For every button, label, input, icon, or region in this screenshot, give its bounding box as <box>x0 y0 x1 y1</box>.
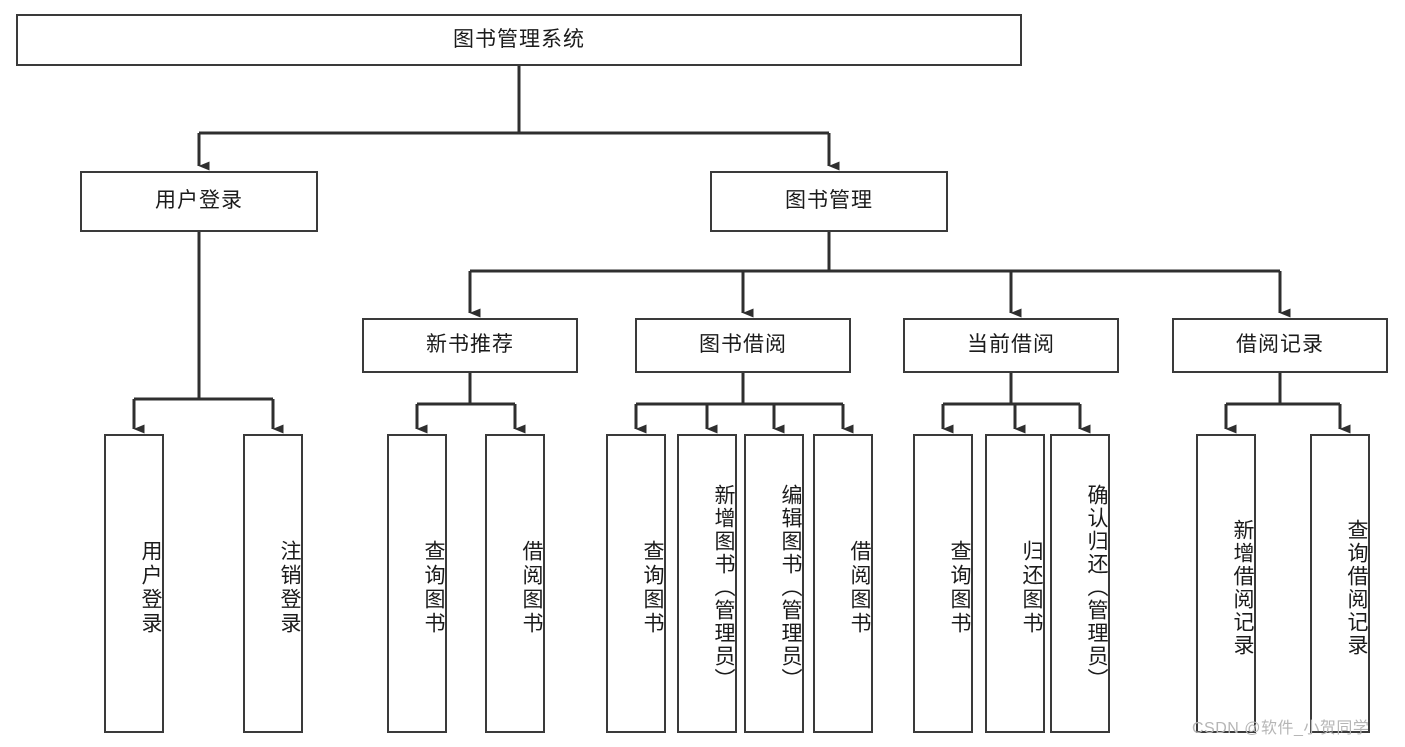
leaf-borrow-book-2[interactable]: 借阅图书 <box>813 434 873 733</box>
leaf-query-record[interactable]: 查询借阅记录 <box>1310 434 1370 733</box>
leaf-query-book-2[interactable]: 查询图书 <box>606 434 666 733</box>
leaf-add-book[interactable]: 新增图书（管理员） <box>677 434 737 733</box>
leaf-confirm-return[interactable]: 确认归还（管理员） <box>1050 434 1110 733</box>
node-borrow-record[interactable]: 借阅记录 <box>1172 318 1388 373</box>
node-root[interactable]: 图书管理系统 <box>16 14 1022 66</box>
leaf-edit-book[interactable]: 编辑图书（管理员） <box>744 434 804 733</box>
leaf-query-book-3[interactable]: 查询图书 <box>913 434 973 733</box>
leaf-borrow-book-1[interactable]: 借阅图书 <box>485 434 545 733</box>
node-book-manage[interactable]: 图书管理 <box>710 171 948 232</box>
leaf-logout[interactable]: 注销登录 <box>243 434 303 733</box>
node-new-book-recommend[interactable]: 新书推荐 <box>362 318 578 373</box>
node-user-login[interactable]: 用户登录 <box>80 171 318 232</box>
csdn-watermark: CSDN @软件_小贺同学 <box>1192 720 1370 737</box>
leaf-user-login[interactable]: 用户登录 <box>104 434 164 733</box>
leaf-add-record[interactable]: 新增借阅记录 <box>1196 434 1256 733</box>
node-book-borrow[interactable]: 图书借阅 <box>635 318 851 373</box>
node-current-borrow[interactable]: 当前借阅 <box>903 318 1119 373</box>
leaf-query-book-1[interactable]: 查询图书 <box>387 434 447 733</box>
leaf-return-book[interactable]: 归还图书 <box>985 434 1045 733</box>
